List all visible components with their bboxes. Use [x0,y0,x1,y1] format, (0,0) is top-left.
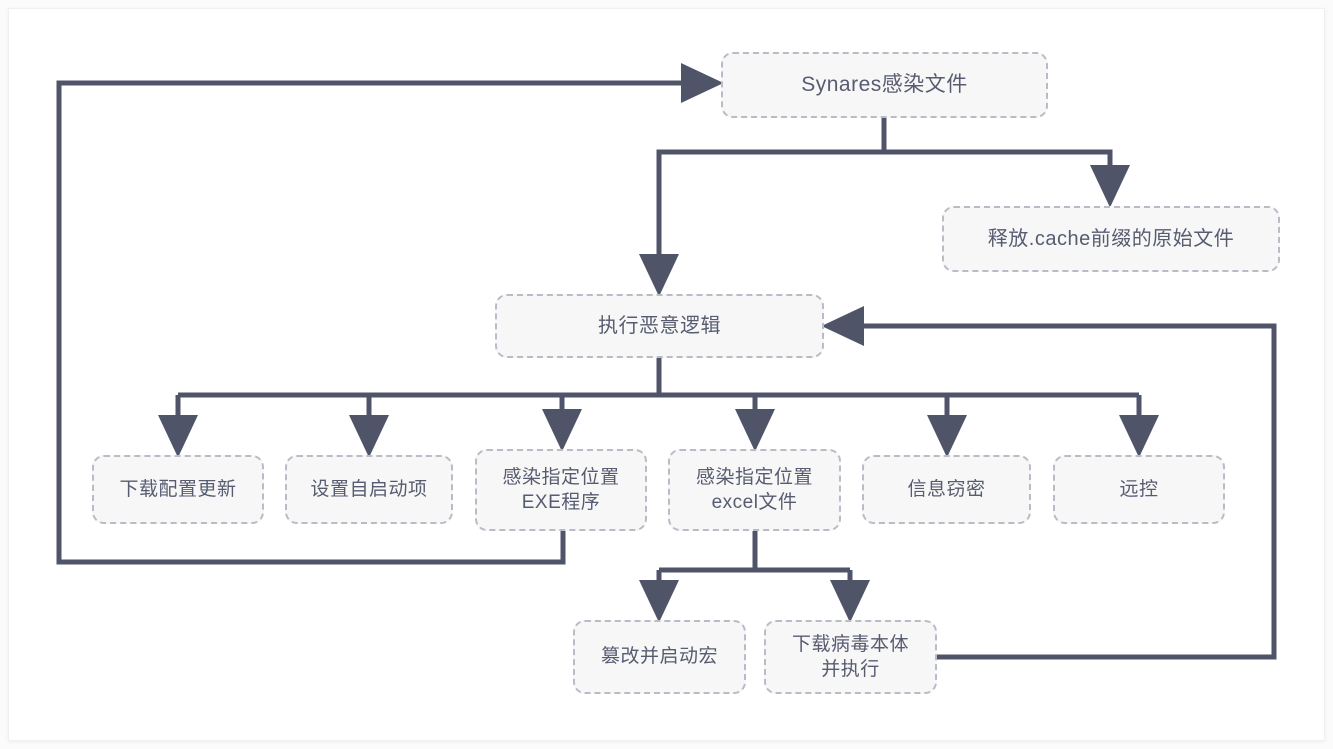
node-label: 信息窃密 [907,478,986,500]
node-label: 设置自启动项 [310,478,428,500]
node-execute-malicious-logic[interactable]: 执行恶意逻辑 [495,294,824,358]
node-release-cache-original-file[interactable]: 释放.cache前缀的原始文件 [942,206,1280,272]
node-remote-control[interactable]: 远控 [1053,455,1225,524]
node-infect-excel-at-location[interactable]: 感染指定位置 excel文件 [668,449,841,531]
node-label: 下载配置更新 [119,478,237,500]
node-tamper-and-start-macro[interactable]: 篡改并启动宏 [573,620,746,694]
node-information-theft[interactable]: 信息窃密 [862,455,1031,524]
node-label: Synares感染文件 [801,73,968,97]
node-label: 远控 [1119,478,1159,500]
node-download-config-update[interactable]: 下载配置更新 [92,455,264,524]
node-label: 篡改并启动宏 [600,646,718,668]
node-label: 感染指定位置 EXE程序 [502,466,620,513]
node-label: 感染指定位置 excel文件 [695,466,813,513]
node-infect-exe-at-location[interactable]: 感染指定位置 EXE程序 [475,449,647,531]
node-label: 释放.cache前缀的原始文件 [987,227,1235,250]
node-synares-infected-file[interactable]: Synares感染文件 [721,52,1048,118]
node-download-and-run-payload[interactable]: 下载病毒本体 并执行 [764,620,937,694]
node-label: 下载病毒本体 并执行 [791,633,909,680]
node-set-autostart-item[interactable]: 设置自启动项 [285,455,453,524]
node-label: 执行恶意逻辑 [598,314,721,337]
